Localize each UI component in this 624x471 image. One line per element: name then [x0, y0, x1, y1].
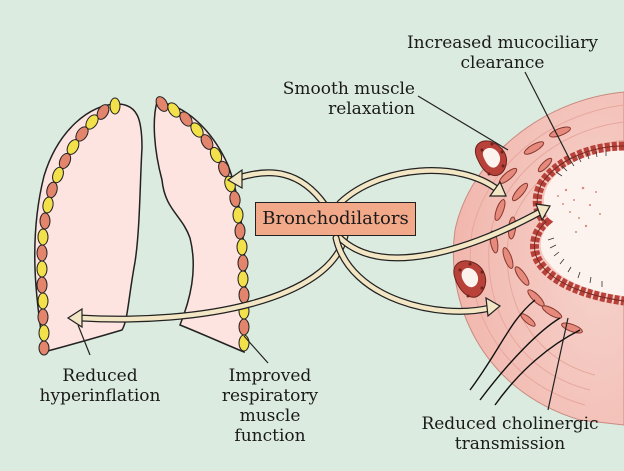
label-reduced-cholinergic-transmission: Reduced cholinergic transmission: [410, 414, 610, 454]
label-smooth-muscle-relaxation: Smooth muscle relaxation: [270, 79, 415, 119]
bronchodilators-box: Bronchodilators: [255, 202, 416, 236]
label-improved-respiratory-muscle-function: Improved respiratory muscle function: [210, 366, 330, 446]
label-reduced-hyperinflation: Reduced hyperinflation: [30, 366, 170, 406]
label-increased-mucociliary-clearance: Increased mucociliary clearance: [400, 33, 605, 73]
